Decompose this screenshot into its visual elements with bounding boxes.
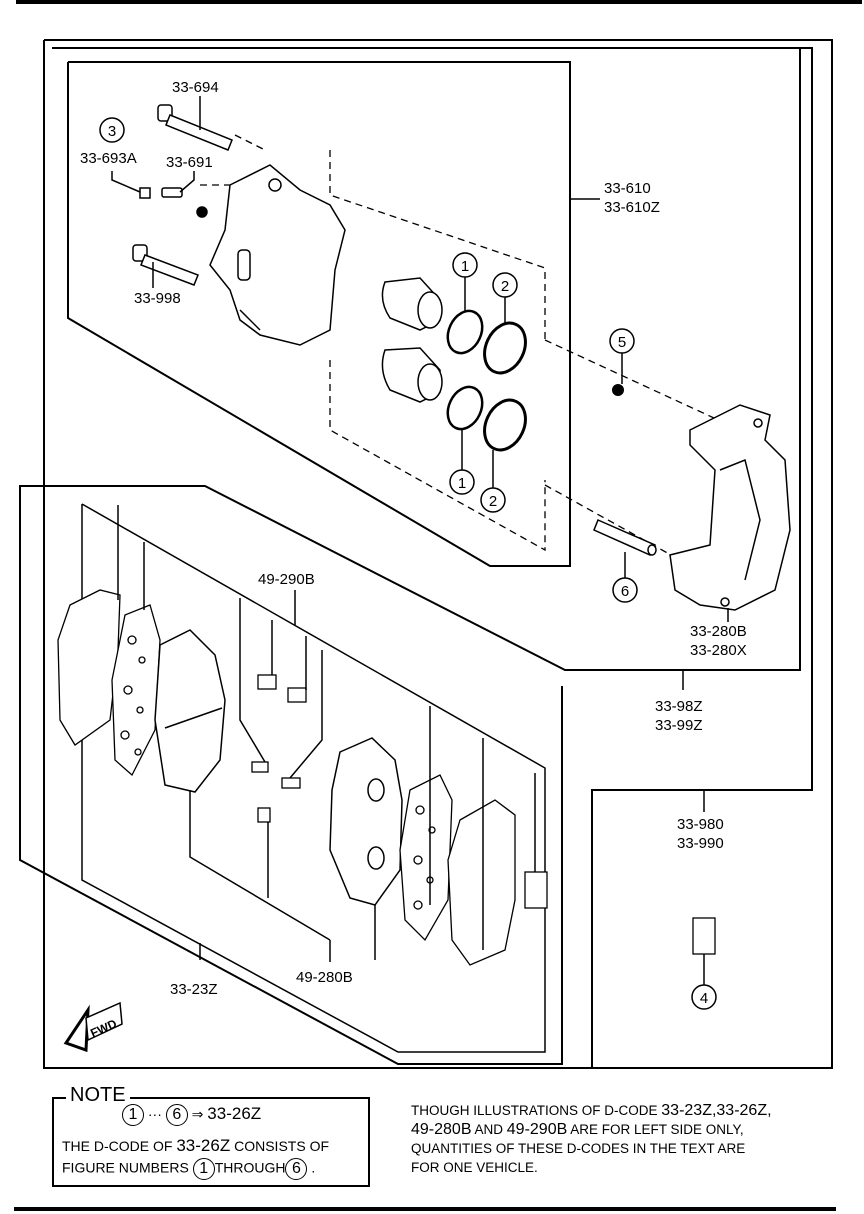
label-33-99z: 33-99Z bbox=[655, 717, 703, 734]
callout-6: 6 bbox=[621, 583, 629, 600]
label-49-290b: 49-290B bbox=[258, 571, 315, 588]
top-rule bbox=[16, 0, 862, 4]
callout-4: 4 bbox=[700, 990, 708, 1007]
guide-pin bbox=[593, 519, 657, 556]
caliper-frame bbox=[67, 61, 571, 567]
outer-shim-perforated bbox=[399, 774, 453, 942]
callout-5: 5 bbox=[618, 334, 626, 351]
note-box bbox=[52, 1097, 370, 1187]
pistons bbox=[381, 277, 443, 403]
note-line3-from: 1 bbox=[192, 1158, 215, 1180]
piston-seals bbox=[446, 309, 484, 431]
label-33-98z: 33-98Z bbox=[655, 698, 703, 715]
callout-2-lower: 2 bbox=[489, 493, 497, 510]
lower-bolt bbox=[132, 244, 199, 286]
side-note-line-3: QUANTITIES OF THESE D-CODES IN THE TEXT … bbox=[411, 1141, 746, 1156]
callout-1-lower: 1 bbox=[458, 475, 466, 492]
inner-pad bbox=[154, 629, 226, 793]
wear-indicator bbox=[524, 871, 716, 955]
side-note-l2-code1: 49-280B bbox=[411, 1121, 472, 1138]
note-arrow: ⇒ bbox=[191, 1106, 204, 1122]
padset-frame bbox=[81, 503, 546, 1053]
outer-pad bbox=[329, 737, 403, 906]
label-33-998: 33-998 bbox=[134, 290, 181, 307]
inner-shim-perforated bbox=[111, 604, 161, 777]
note-line3-end: . bbox=[311, 1159, 316, 1176]
bottom-rule bbox=[14, 1207, 836, 1211]
note-ellipsis: ··· bbox=[147, 1106, 162, 1122]
label-33-693a: 33-693A bbox=[80, 150, 137, 167]
label-33-694: 33-694 bbox=[172, 79, 219, 96]
label-33-691: 33-691 bbox=[166, 154, 213, 171]
side-note-l2-rest: ARE FOR LEFT SIDE ONLY, bbox=[567, 1122, 744, 1137]
guide-pin-boot bbox=[612, 384, 624, 396]
note-kit-code: 33-26Z bbox=[207, 1104, 262, 1123]
bleeder bbox=[139, 187, 208, 218]
assy-frame bbox=[52, 47, 813, 1068]
label-33-980: 33-980 bbox=[677, 816, 724, 833]
note-line3-mid: THROUGH bbox=[214, 1159, 286, 1176]
label-33-610z: 33-610Z bbox=[604, 199, 660, 216]
callout-circles bbox=[99, 117, 717, 1010]
outer-shim-outer bbox=[447, 799, 516, 966]
callout-1-upper: 1 bbox=[461, 258, 469, 275]
side-note-l1-codes: 33-23Z,33-26Z, bbox=[661, 1102, 772, 1119]
label-49-280b: 49-280B bbox=[296, 969, 353, 986]
caliper-body bbox=[209, 164, 346, 346]
note-line2-prefix: THE D-CODE OF bbox=[62, 1138, 173, 1154]
bracket-frame bbox=[19, 48, 801, 1065]
leader-lines bbox=[111, 96, 729, 988]
callout-2-upper: 2 bbox=[501, 278, 509, 295]
upper-bolt bbox=[157, 104, 233, 151]
note-range-start: 1 bbox=[122, 1104, 144, 1127]
fwd-arrow-icon: FWD bbox=[63, 1001, 123, 1053]
inner-shim-outer bbox=[57, 589, 121, 746]
dashed-lines bbox=[200, 134, 741, 561]
label-33-23z: 33-23Z bbox=[170, 981, 218, 998]
note-line2-suffix: CONSISTS OF bbox=[234, 1138, 330, 1154]
anti-rattle-clips bbox=[251, 674, 307, 823]
side-note-l2-and: AND bbox=[471, 1122, 507, 1137]
note-range: 1 ··· 6 ⇒ 33-26Z bbox=[122, 1104, 262, 1127]
side-note-l1-text: THOUGH ILLUSTRATIONS OF D-CODE bbox=[411, 1103, 662, 1118]
outer-frame bbox=[43, 39, 833, 1069]
label-33-990: 33-990 bbox=[677, 835, 724, 852]
note-line3-prefix: FIGURE NUMBERS bbox=[62, 1159, 189, 1176]
note-line3-to: 6 bbox=[285, 1158, 308, 1180]
note-title: NOTE bbox=[66, 1084, 130, 1106]
caliper-bracket bbox=[669, 404, 791, 611]
side-note-line-2: 49-280B AND 49-290B ARE FOR LEFT SIDE ON… bbox=[411, 1120, 772, 1139]
note-line-2: THE D-CODE OF 33-26Z CONSISTS OF bbox=[62, 1136, 329, 1156]
label-33-610: 33-610 bbox=[604, 180, 651, 197]
label-33-280b: 33-280B bbox=[690, 623, 747, 640]
note-range-end: 6 bbox=[165, 1104, 188, 1127]
side-note: THOUGH ILLUSTRATIONS OF D-CODE 33-23Z,33… bbox=[411, 1101, 772, 1177]
side-note-l2-code2: 49-290B bbox=[506, 1121, 568, 1138]
callout-3: 3 bbox=[108, 123, 116, 140]
note-line2-code: 33-26Z bbox=[176, 1136, 231, 1155]
label-33-280x: 33-280X bbox=[690, 642, 747, 659]
side-note-line-1: THOUGH ILLUSTRATIONS OF D-CODE 33-23Z,33… bbox=[411, 1101, 772, 1120]
side-note-line-4: FOR ONE VEHICLE. bbox=[411, 1160, 538, 1175]
dust-boots bbox=[483, 321, 527, 452]
